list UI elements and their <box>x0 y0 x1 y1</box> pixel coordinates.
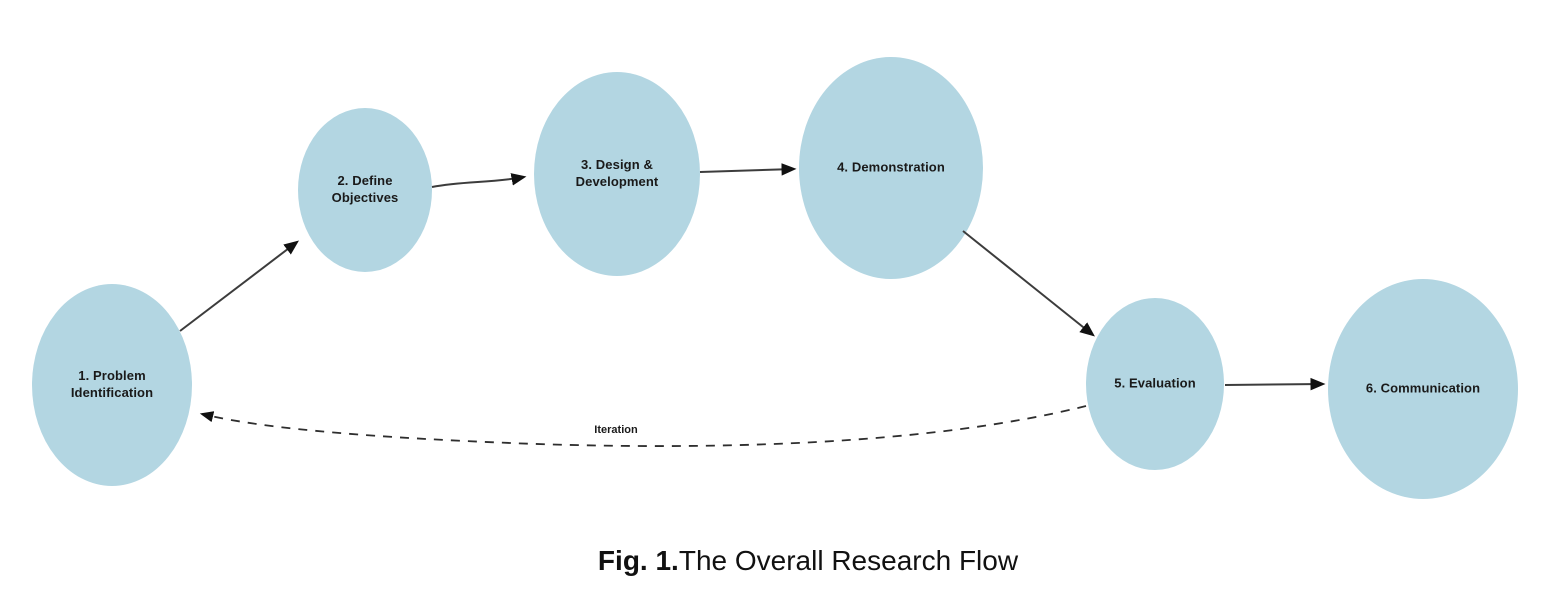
node-evaluation-ellipse <box>1086 298 1224 470</box>
node-label-define-objectives: 2. Define Objectives <box>331 173 399 205</box>
node-design-development-ellipse <box>534 72 700 276</box>
node-label-problem-identification: 1. Problem Identification <box>70 368 154 400</box>
edge-problem-to-objectives-arrow <box>179 240 299 332</box>
edge-demonstration-to-evaluation-arrow <box>962 230 1095 337</box>
node-communication-ellipse <box>1328 279 1518 499</box>
iteration-edge-label: Iteration <box>594 424 638 436</box>
node-define-objectives-ellipse <box>298 108 432 272</box>
node-problem-identification-ellipse <box>32 284 192 486</box>
edge-design-to-demonstration-arrow <box>699 163 797 176</box>
figure-caption-number: Fig. 1. <box>597 545 679 576</box>
edge-objectives-to-design-arrow <box>431 173 527 188</box>
node-label-communication: 6. Communication <box>1365 380 1481 396</box>
node-demonstration-ellipse <box>799 57 983 279</box>
node-label-design-development: 3. Design & Development <box>575 157 659 189</box>
figure-caption: Fig. 1.The Overall Research Flow <box>598 545 1018 577</box>
node-label-demonstration: 4. Demonstration <box>837 159 945 175</box>
edge-iteration-dashed-arrow <box>199 405 1087 447</box>
edge-evaluation-to-communication-arrow <box>1224 377 1326 391</box>
figure-caption-title: The Overall Research Flow <box>678 545 1019 576</box>
node-label-evaluation: 5. Evaluation <box>1114 375 1196 391</box>
